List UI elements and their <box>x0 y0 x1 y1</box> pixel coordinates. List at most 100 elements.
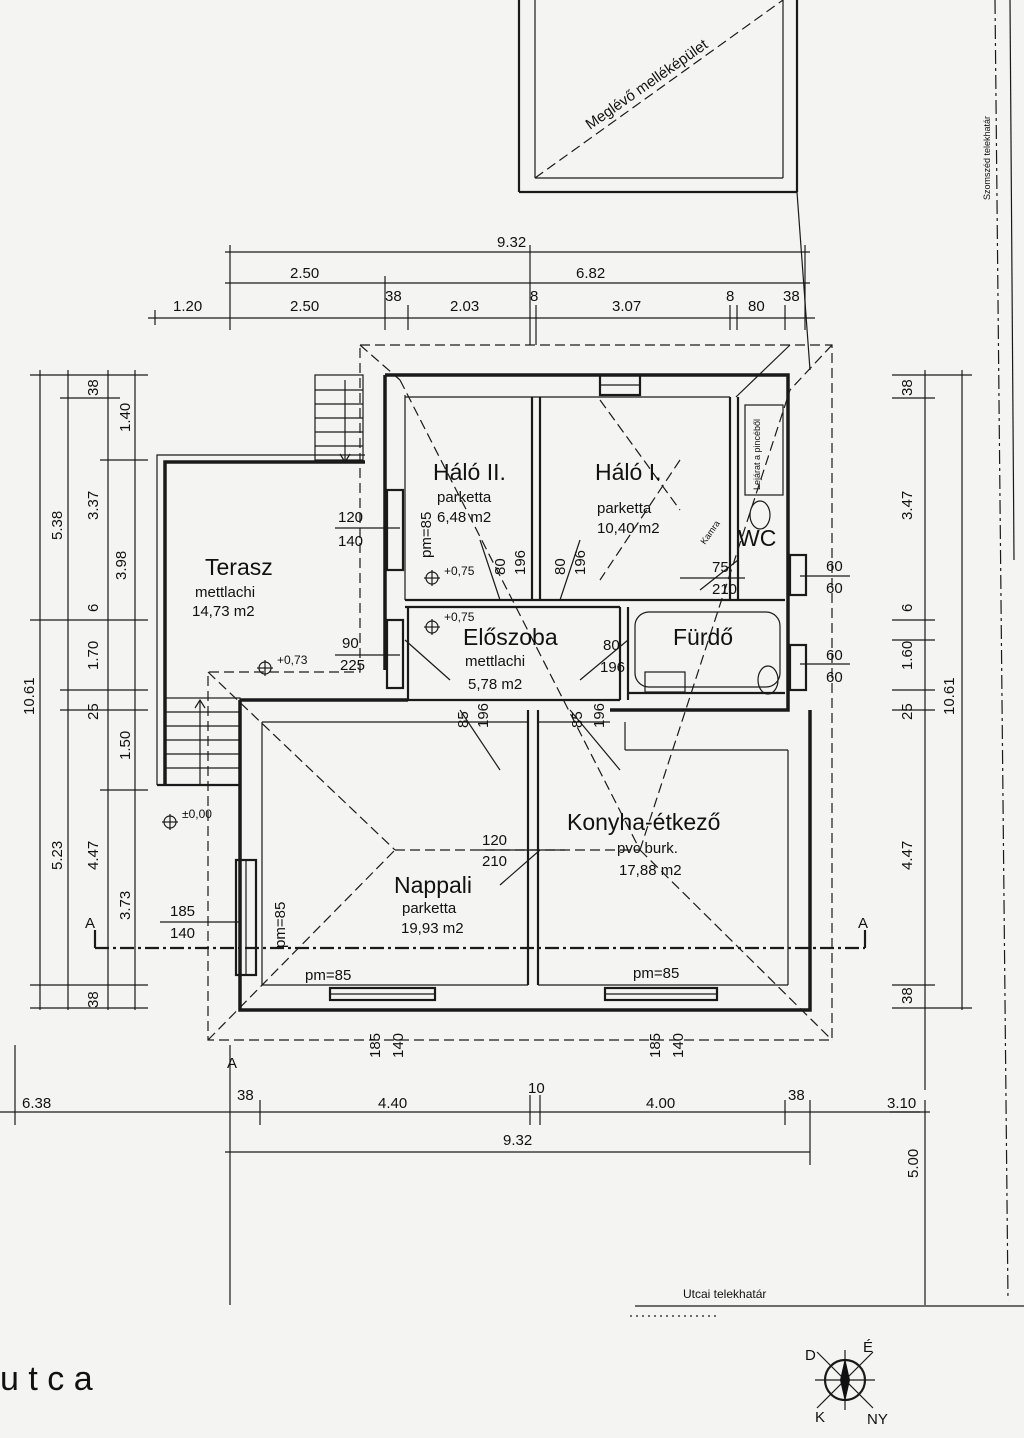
section-label-right: A <box>858 915 868 932</box>
compass-e: É <box>863 1339 873 1356</box>
dim-bottom-5: 38 <box>788 1087 805 1104</box>
dim-top3-6: 8 <box>726 288 734 305</box>
dim-bottom-right: 5.00 <box>905 1149 922 1178</box>
dimensions-top: 9.32 2.50 6.82 1.20 2.50 38 2.03 8 3.07 … <box>148 234 815 345</box>
dim-top3-5: 3.07 <box>612 298 641 315</box>
neighbor-boundary-label: Szomszéd telekhatár <box>982 116 992 200</box>
bathtub <box>634 611 781 688</box>
halo1-name: Háló I. <box>595 459 661 485</box>
op-1b: 140 <box>338 533 363 550</box>
terasz-floor: mettlachi <box>195 584 255 601</box>
pantry-label: Lejárat a pincéből <box>752 419 762 490</box>
nappali-floor: parketta <box>402 900 457 917</box>
op-4a: 185 <box>170 903 195 920</box>
dim-right-outer: 10.61 <box>941 677 958 715</box>
compass-d: D <box>805 1347 816 1364</box>
compass-ny: NY <box>867 1411 888 1428</box>
terasz-area: 14,73 m2 <box>192 603 255 620</box>
op-2a: 90 <box>342 635 359 652</box>
dim-bottom-total: 9.32 <box>503 1132 532 1149</box>
dim-top3-4: 8 <box>530 288 538 305</box>
op-7b: 60 <box>826 669 843 686</box>
level-3: +0,73 <box>277 653 308 667</box>
dim-left-mid-3: 6 <box>85 604 102 612</box>
pm-1: pm=85 <box>418 512 435 558</box>
section-label-left: A <box>85 915 95 932</box>
dim-bottom-1: 38 <box>237 1087 254 1104</box>
street-boundary-label: Utcai telekhatár <box>683 1287 766 1301</box>
op-9b: 196 <box>572 550 589 575</box>
halo2-name: Háló II. <box>433 459 506 485</box>
outbuilding-label: Meglévő melléképület <box>583 36 712 134</box>
dimensions-left: 5.38 10.61 5.23 38 3.37 3.98 6 1.70 25 4… <box>21 370 148 1010</box>
dim-top-total: 9.32 <box>497 234 526 251</box>
existing-outbuilding: Meglévő melléképület <box>517 0 811 371</box>
op-8a: 80 <box>492 558 509 575</box>
dim-right-4: 25 <box>899 703 916 720</box>
dim-left-outer-1: 10.61 <box>21 677 38 715</box>
dim-top3-3: 2.03 <box>450 298 479 315</box>
op-3b: 210 <box>482 853 507 870</box>
dim-top3-0: 1.20 <box>173 298 202 315</box>
pm-3: pm=85 <box>305 967 351 984</box>
dim-right-0: 38 <box>899 379 916 396</box>
dim-left-inner-2: 3.73 <box>117 891 134 920</box>
street-boundary: Utcai telekhatár u t c a <box>0 1287 1024 1398</box>
neighbor-boundary: Szomszéd telekhatár <box>982 0 1015 1301</box>
dim-top-a: 2.50 <box>290 265 319 282</box>
op-11a: 85 <box>455 711 472 728</box>
walls <box>238 373 812 1012</box>
furdo-name: Fürdő <box>673 624 733 650</box>
dim-left-mid-1: 3.37 <box>85 491 102 520</box>
terasz-name: Terasz <box>205 554 273 580</box>
konyha-floor: pvc burk. <box>617 840 678 857</box>
konyha-name: Konyha-étkező <box>567 809 720 835</box>
op-3a: 120 <box>482 832 507 849</box>
level-2: +0,75 <box>444 610 475 624</box>
dim-top3-7: 80 <box>748 298 765 315</box>
windows <box>234 373 808 1002</box>
op-7a: 60 <box>826 647 843 664</box>
op-13b: 140 <box>390 1033 407 1058</box>
street-name: u t c a <box>0 1360 93 1398</box>
dim-bottom-6: 3.10 <box>887 1095 916 1112</box>
dim-bottom-4: 4.00 <box>646 1095 675 1112</box>
eloszoba-name: Előszoba <box>463 624 558 650</box>
op-4b: 140 <box>170 925 195 942</box>
op-11b: 196 <box>475 703 492 728</box>
eloszoba-floor: mettlachi <box>465 653 525 670</box>
dim-left-outer-2: 5.23 <box>49 841 66 870</box>
op-14b: 140 <box>670 1033 687 1058</box>
dim-left-mid-4: 1.70 <box>85 641 102 670</box>
halo2-floor: parketta <box>437 489 492 506</box>
dim-top-b: 6.82 <box>576 265 605 282</box>
sink <box>644 671 686 693</box>
closet-label: Kamra <box>698 519 721 546</box>
dim-left-inner-0: 1.40 <box>117 403 134 432</box>
dim-left-mid-7: 38 <box>85 991 102 1008</box>
dim-right-5: 4.47 <box>899 841 916 870</box>
level-markers: +0,75 +0,75 +0,73 ±0,00 <box>162 564 475 830</box>
dim-right-2: 6 <box>899 604 916 612</box>
pantry-stair <box>744 404 784 496</box>
op-12b: 196 <box>591 703 608 728</box>
dim-right-1: 3.47 <box>899 491 916 520</box>
dim-left-mid-0: 38 <box>85 379 102 396</box>
op-10a: 80 <box>603 637 620 654</box>
pm-2: pm=85 <box>272 902 289 948</box>
op-5b: 210 <box>712 581 737 598</box>
op-9a: 80 <box>552 558 569 575</box>
doors <box>404 344 791 886</box>
halo2-area: 6,48 m2 <box>437 509 491 526</box>
dim-top3-2: 38 <box>385 288 402 305</box>
dimensions-bottom: 6.38 38 4.40 10 4.00 38 3.10 9.32 5.00 <box>0 1045 930 1305</box>
dim-left-mid-6: 4.47 <box>85 841 102 870</box>
dim-right-3: 1.60 <box>899 641 916 670</box>
level-1: +0,75 <box>444 564 475 578</box>
room-labels: Háló II. parketta 6,48 m2 Háló I. parket… <box>192 419 776 937</box>
op-8b: 196 <box>512 550 529 575</box>
dim-top3-8: 38 <box>783 288 800 305</box>
op-2b: 225 <box>340 657 365 674</box>
konyha-area: 17,88 m2 <box>619 862 682 879</box>
op-6a: 60 <box>826 558 843 575</box>
